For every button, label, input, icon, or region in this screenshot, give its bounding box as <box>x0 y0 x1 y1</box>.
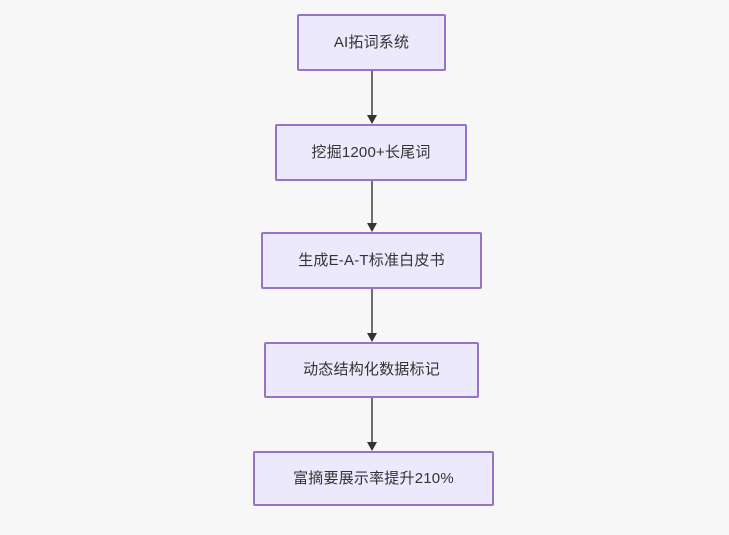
flow-node-ai-keyword-system[interactable]: AI拓词系统 <box>297 14 446 71</box>
edge-line <box>371 289 373 335</box>
flow-node-rich-snippet-impression-lift[interactable]: 富摘要展示率提升210% <box>253 451 494 506</box>
edge-line <box>371 398 373 444</box>
flow-node-label: 富摘要展示率提升210% <box>293 469 454 487</box>
flow-node-mine-longtail-keywords[interactable]: 挖掘1200+长尾词 <box>275 124 467 181</box>
arrowhead-icon <box>367 333 377 342</box>
arrowhead-icon <box>367 442 377 451</box>
edge-line <box>371 71 373 117</box>
flow-edge-node-2-to-node-3 <box>367 181 377 232</box>
flow-edge-node-1-to-node-2 <box>367 71 377 124</box>
edge-line <box>371 181 373 225</box>
flow-node-generate-eat-whitepaper[interactable]: 生成E-A-T标准白皮书 <box>261 232 482 289</box>
flow-node-label: 生成E-A-T标准白皮书 <box>298 251 445 269</box>
flow-node-dynamic-structured-data-markup[interactable]: 动态结构化数据标记 <box>264 342 479 398</box>
flow-edge-node-3-to-node-4 <box>367 289 377 342</box>
arrowhead-icon <box>367 223 377 232</box>
flow-node-label: AI拓词系统 <box>333 33 410 51</box>
flow-edge-node-4-to-node-5 <box>367 398 377 451</box>
arrowhead-icon <box>367 115 377 124</box>
flow-node-label: 挖掘1200+长尾词 <box>311 143 431 161</box>
flow-node-label: 动态结构化数据标记 <box>303 361 440 378</box>
